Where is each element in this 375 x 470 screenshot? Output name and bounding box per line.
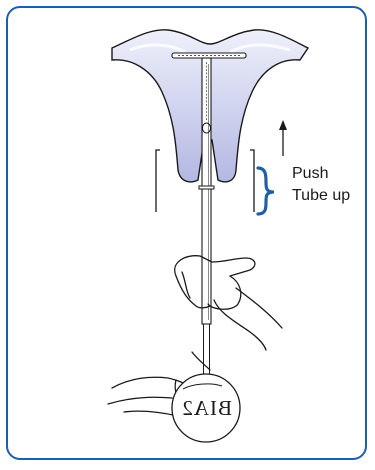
caption-line-push: Push	[292, 163, 350, 185]
flange	[199, 186, 214, 189]
push-tube-up-caption: Push Tube up	[292, 163, 350, 207]
caption-line-tube-up: Tube up	[292, 185, 350, 207]
handle-text: BIA2	[184, 396, 232, 421]
hand-holding-tube	[175, 256, 282, 350]
insertion-tube	[202, 58, 211, 324]
brace-icon	[258, 168, 274, 214]
iud-device	[172, 53, 246, 58]
arrow-up-icon	[279, 120, 287, 156]
